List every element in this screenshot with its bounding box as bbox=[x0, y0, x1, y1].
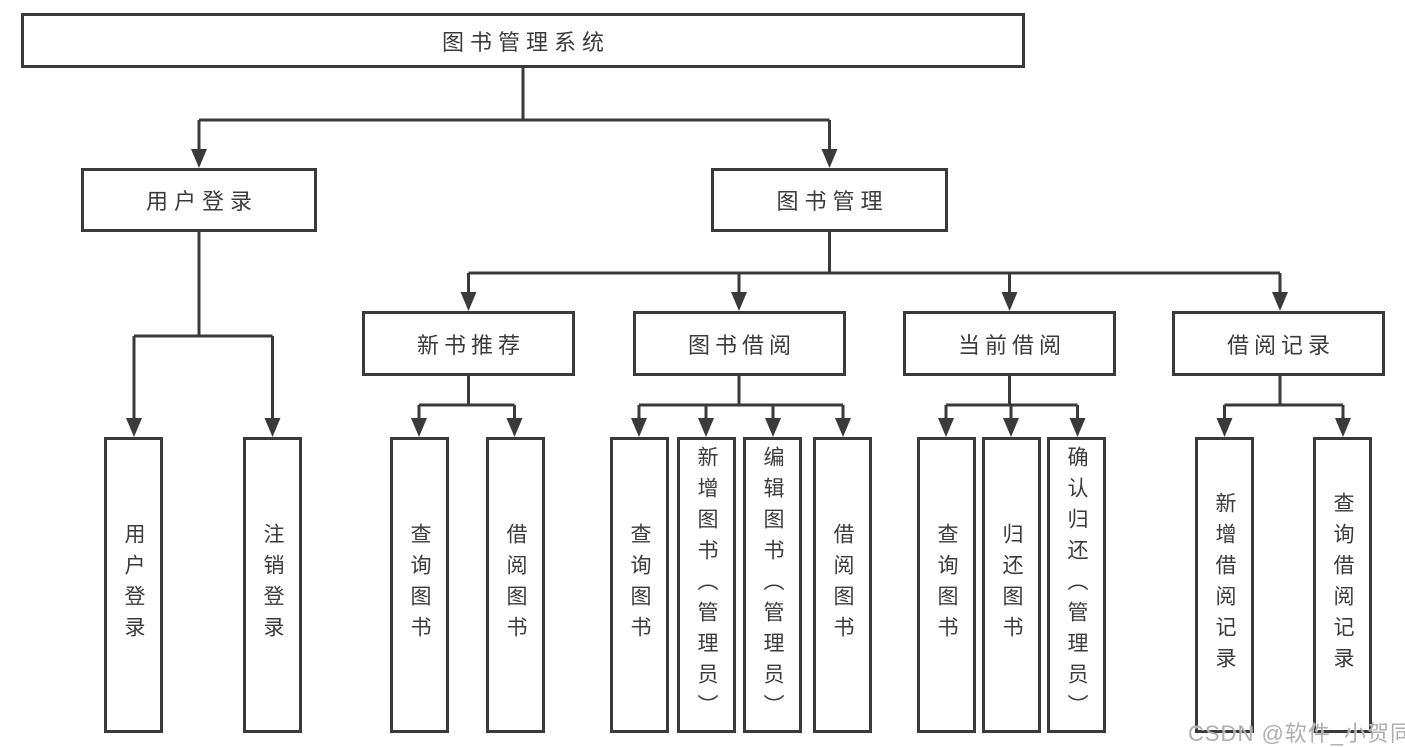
arrow-shafts bbox=[132, 120, 1345, 421]
node-new-book-recommend: 新书推荐 bbox=[362, 311, 575, 376]
node-book-management: 图书管理 bbox=[711, 168, 948, 232]
leaf-add-borrow-record: 新增借阅记录 bbox=[1195, 437, 1254, 733]
leaf-logout: 注销登录 bbox=[243, 437, 302, 733]
leaf-user-login: 用户登录 bbox=[104, 437, 163, 733]
leaf-query-books-recommend: 查询图书 bbox=[390, 437, 449, 733]
node-current-borrowing: 当前借阅 bbox=[903, 311, 1116, 376]
leaf-confirm-return-admin: 确认归还（管理员） bbox=[1047, 437, 1106, 733]
leaf-return-book: 归还图书 bbox=[982, 437, 1041, 733]
leaf-add-book-admin: 新增图书（管理员） bbox=[677, 437, 736, 733]
leaf-query-books-current: 查询图书 bbox=[917, 437, 976, 733]
node-borrowing-records: 借阅记录 bbox=[1172, 311, 1385, 376]
node-user-login: 用户登录 bbox=[81, 168, 317, 232]
node-book-borrowing: 图书借阅 bbox=[633, 311, 846, 376]
csdn-watermark: CSDN @软件_小贺同学 bbox=[1188, 721, 1405, 746]
node-root-system: 图书管理系统 bbox=[21, 13, 1025, 68]
leaf-borrow-books-recommend: 借阅图书 bbox=[486, 437, 545, 733]
leaf-query-books-borrow: 查询图书 bbox=[610, 437, 669, 733]
leaf-edit-book-admin: 编辑图书（管理员） bbox=[743, 437, 802, 733]
leaf-query-borrow-record: 查询借阅记录 bbox=[1313, 437, 1372, 733]
leaf-borrow-books: 借阅图书 bbox=[813, 437, 872, 733]
arrowheads bbox=[126, 149, 1351, 437]
